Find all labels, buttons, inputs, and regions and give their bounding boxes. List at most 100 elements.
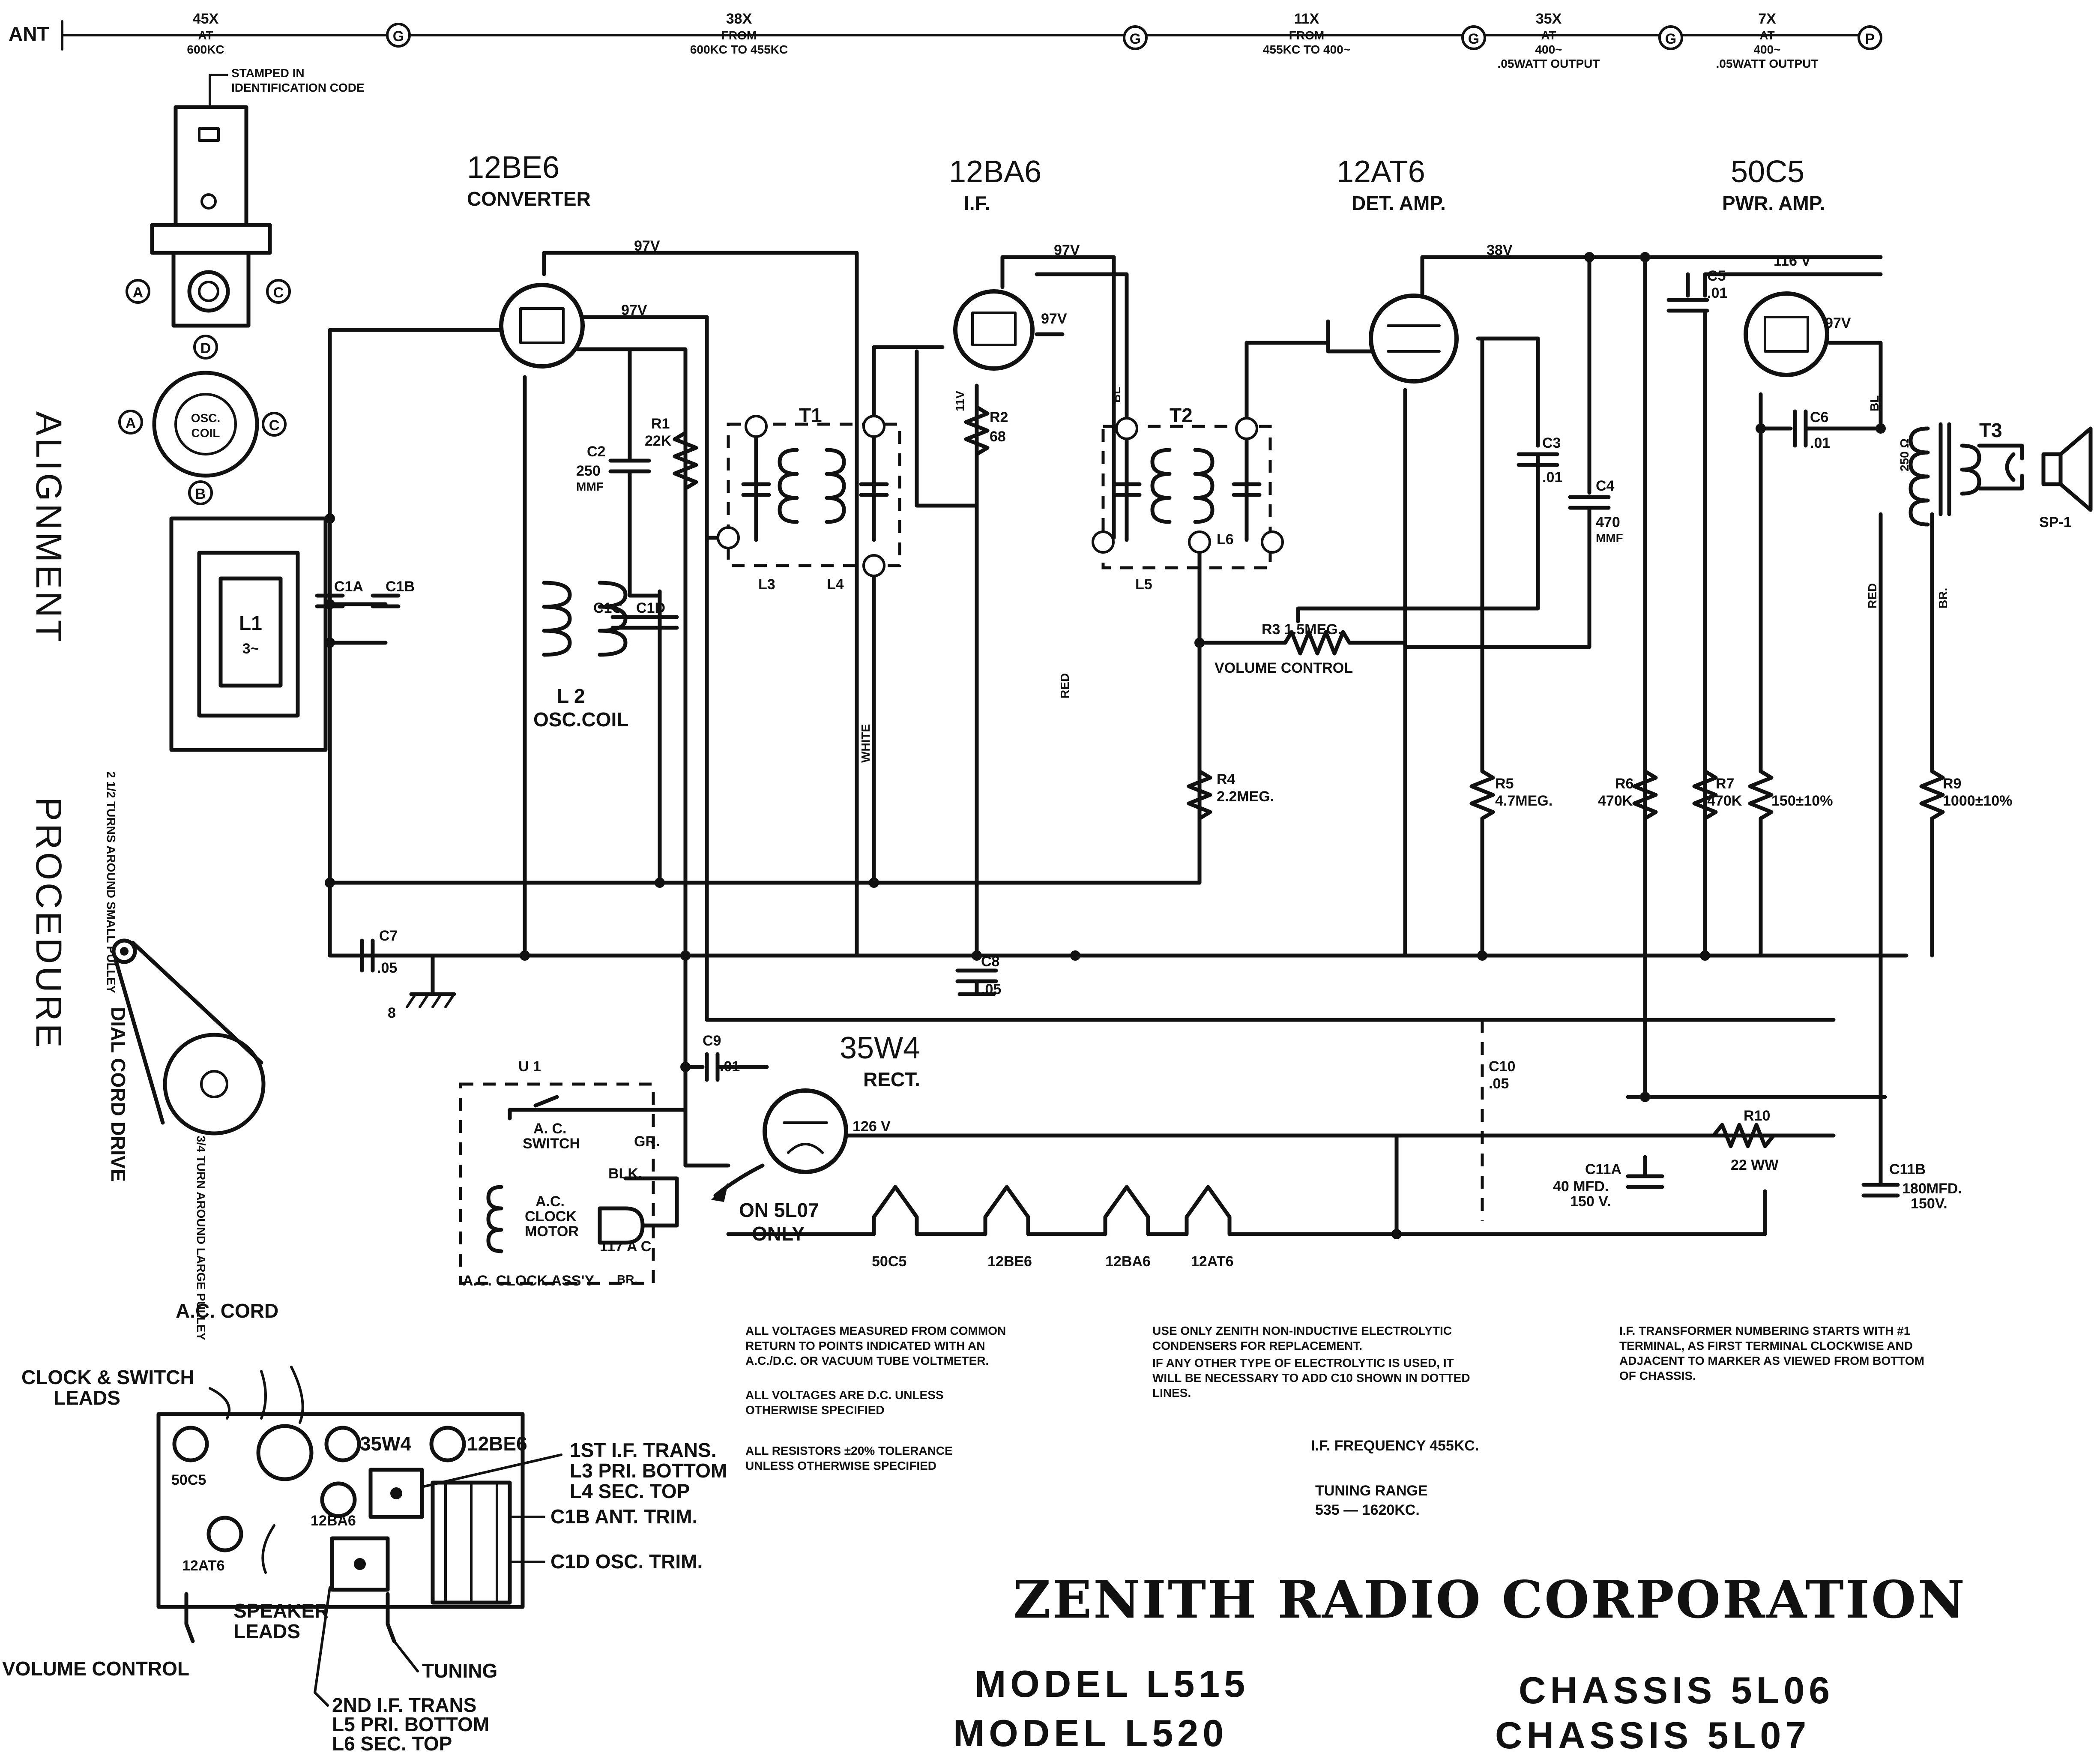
voltage-v5: 38V xyxy=(1487,242,1513,258)
r10-label: R10 xyxy=(1744,1108,1770,1124)
12ba6-cathode-loop xyxy=(915,349,979,508)
clock-assembly-box xyxy=(459,1082,655,1285)
dial-cord-drive: 2 1/2 TURNS AROUND SMALL PULLEY 3/4 TURN… xyxy=(105,771,266,1340)
tube-12be6-func: CONVERTER xyxy=(467,188,591,210)
side-title-line1: ALIGNMENT xyxy=(29,411,69,644)
node-g1 xyxy=(386,23,411,48)
pin-a xyxy=(118,410,143,435)
junction xyxy=(1194,638,1205,648)
ac-switch-line1: A. C. xyxy=(533,1121,566,1137)
chassis-5l06: CHASSIS 5L06 xyxy=(1519,1669,1834,1711)
node-g2-label: G xyxy=(1130,31,1141,47)
t1-pin-8 xyxy=(717,526,740,549)
node-g3-label: G xyxy=(1468,31,1479,47)
note4-line4: WILL BE NECESSARY TO ADD C10 SHOWN IN DO… xyxy=(1152,1371,1470,1384)
50c5-plate xyxy=(1827,341,1883,431)
component-labels: C2 250 MMF R1 22K R2 68 T1 T2 T3 L3 L4 L… xyxy=(334,268,2072,1212)
loop-middle xyxy=(197,551,300,718)
chassis-socket-12be6 xyxy=(429,1426,466,1462)
large-pulley-hub xyxy=(200,1070,228,1098)
c1b-trim-label: C1B ANT. TRIM. xyxy=(550,1505,697,1528)
stamped-leader xyxy=(209,74,228,108)
r4-value: 2.2MEG. xyxy=(1217,788,1274,805)
note2-line2: OTHERWISE SPECIFIED xyxy=(745,1403,885,1417)
company-name: ZENITH RADIO CORPORATION xyxy=(1013,1570,1966,1630)
97v-supply-2 xyxy=(1000,255,1116,540)
c2-unit: MMF xyxy=(576,480,604,493)
116v-supply xyxy=(1703,272,1883,298)
junction xyxy=(1876,423,1886,434)
ac-cord-wire xyxy=(260,1370,267,1420)
junction xyxy=(325,638,335,648)
stage4-out: .05WATT OUTPUT xyxy=(1497,57,1600,70)
voltage-v6: 116 V xyxy=(1774,253,1811,269)
note5-line1: I.F. TRANSFORMER NUMBERING STARTS WITH #… xyxy=(1619,1324,1910,1337)
c10-value: .05 xyxy=(1489,1076,1509,1092)
note1-line3: A.C./D.C. OR VACUUM TUBE VOLTMETER. xyxy=(745,1354,989,1367)
coil-hole xyxy=(200,193,217,210)
coil-bottom-view xyxy=(152,371,259,478)
tube-labels: 12BE6 CONVERTER 12BA6 I.F. 12AT6 DET. AM… xyxy=(467,150,1825,1091)
t2-can xyxy=(1101,425,1272,569)
r9-label: R9 xyxy=(1943,776,1961,792)
tube-50c5-type: 50C5 xyxy=(1731,155,1804,189)
clock-motor-coil xyxy=(486,1185,503,1253)
junction xyxy=(1756,423,1766,434)
heater-12at6: 12AT6 xyxy=(1191,1253,1234,1270)
voltage-v3: 97V xyxy=(1054,242,1080,258)
loop-inner xyxy=(218,576,283,688)
junction xyxy=(680,1062,691,1072)
chassis-12ba6-label: 12BA6 xyxy=(311,1513,356,1529)
stage1-freq: 600KC xyxy=(187,43,224,56)
chassis-first-if xyxy=(368,1468,424,1519)
t2-pin-6 xyxy=(1188,530,1211,554)
c4-unit: MMF xyxy=(1596,531,1623,545)
c3-value: .01 xyxy=(1542,469,1562,485)
c11a-value2: 150 V. xyxy=(1570,1193,1611,1210)
pin-d-label: D xyxy=(200,340,211,357)
second-if-line1: 2ND I.F. TRANS xyxy=(332,1694,476,1716)
junction xyxy=(520,950,530,961)
junction xyxy=(655,878,665,888)
r3-resistor xyxy=(1283,630,1352,656)
pin-a-label: A xyxy=(126,415,136,432)
r7-value: 470K xyxy=(1707,793,1742,809)
tube-50c5-grid xyxy=(1764,316,1809,353)
chassis-socket-35w4 xyxy=(324,1426,361,1462)
c1c-label: C1C xyxy=(593,600,622,616)
l4-label: L4 xyxy=(827,576,844,593)
blk-lead xyxy=(623,1176,679,1228)
note4-line2: CONDENSERS FOR REPLACEMENT. xyxy=(1152,1339,1362,1352)
c4-label: C4 xyxy=(1596,478,1615,494)
stage2-at: FROM xyxy=(721,29,757,42)
tube-12at6-func: DET. AMP. xyxy=(1352,192,1446,214)
note4-line3: IF ANY OTHER TYPE OF ELECTROLYTIC IS USE… xyxy=(1152,1356,1454,1369)
clock-line1: A.C. xyxy=(535,1193,565,1210)
ground-symbol: 8 xyxy=(360,938,456,1021)
node-g3 xyxy=(1461,25,1486,50)
junction xyxy=(1391,1229,1402,1239)
ground-hatch xyxy=(406,993,417,1008)
chassis-socket-12at6 xyxy=(206,1516,243,1552)
first-if-line1: 1ST I.F. TRANS. xyxy=(570,1439,716,1461)
speaker-leads-wire xyxy=(261,1524,275,1574)
c2-label: C2 xyxy=(587,443,605,460)
junction xyxy=(1640,252,1650,262)
side-title: ALIGNMENT PROCEDURE xyxy=(29,411,69,1050)
tuning-leader xyxy=(393,1640,419,1672)
tuning-label: TUNING xyxy=(422,1660,497,1682)
sp-lead-a xyxy=(1977,443,2024,461)
node-p-label: P xyxy=(1865,31,1875,47)
tube-50c5 xyxy=(1744,291,1829,377)
coil-bottom-inner xyxy=(174,393,237,455)
first-if-line2: L3 PRI. BOTTOM xyxy=(570,1459,727,1482)
tube-12ba6 xyxy=(953,289,1035,371)
junction xyxy=(869,878,879,888)
tube-12at6-type: 12AT6 xyxy=(1337,155,1425,189)
node-g1-label: G xyxy=(393,28,404,45)
ground-hatch xyxy=(431,993,443,1008)
note4-line5: LINES. xyxy=(1152,1386,1191,1399)
coil-can-bottom xyxy=(171,251,251,328)
node-g2 xyxy=(1123,25,1148,50)
t3-primary xyxy=(1909,426,1930,527)
